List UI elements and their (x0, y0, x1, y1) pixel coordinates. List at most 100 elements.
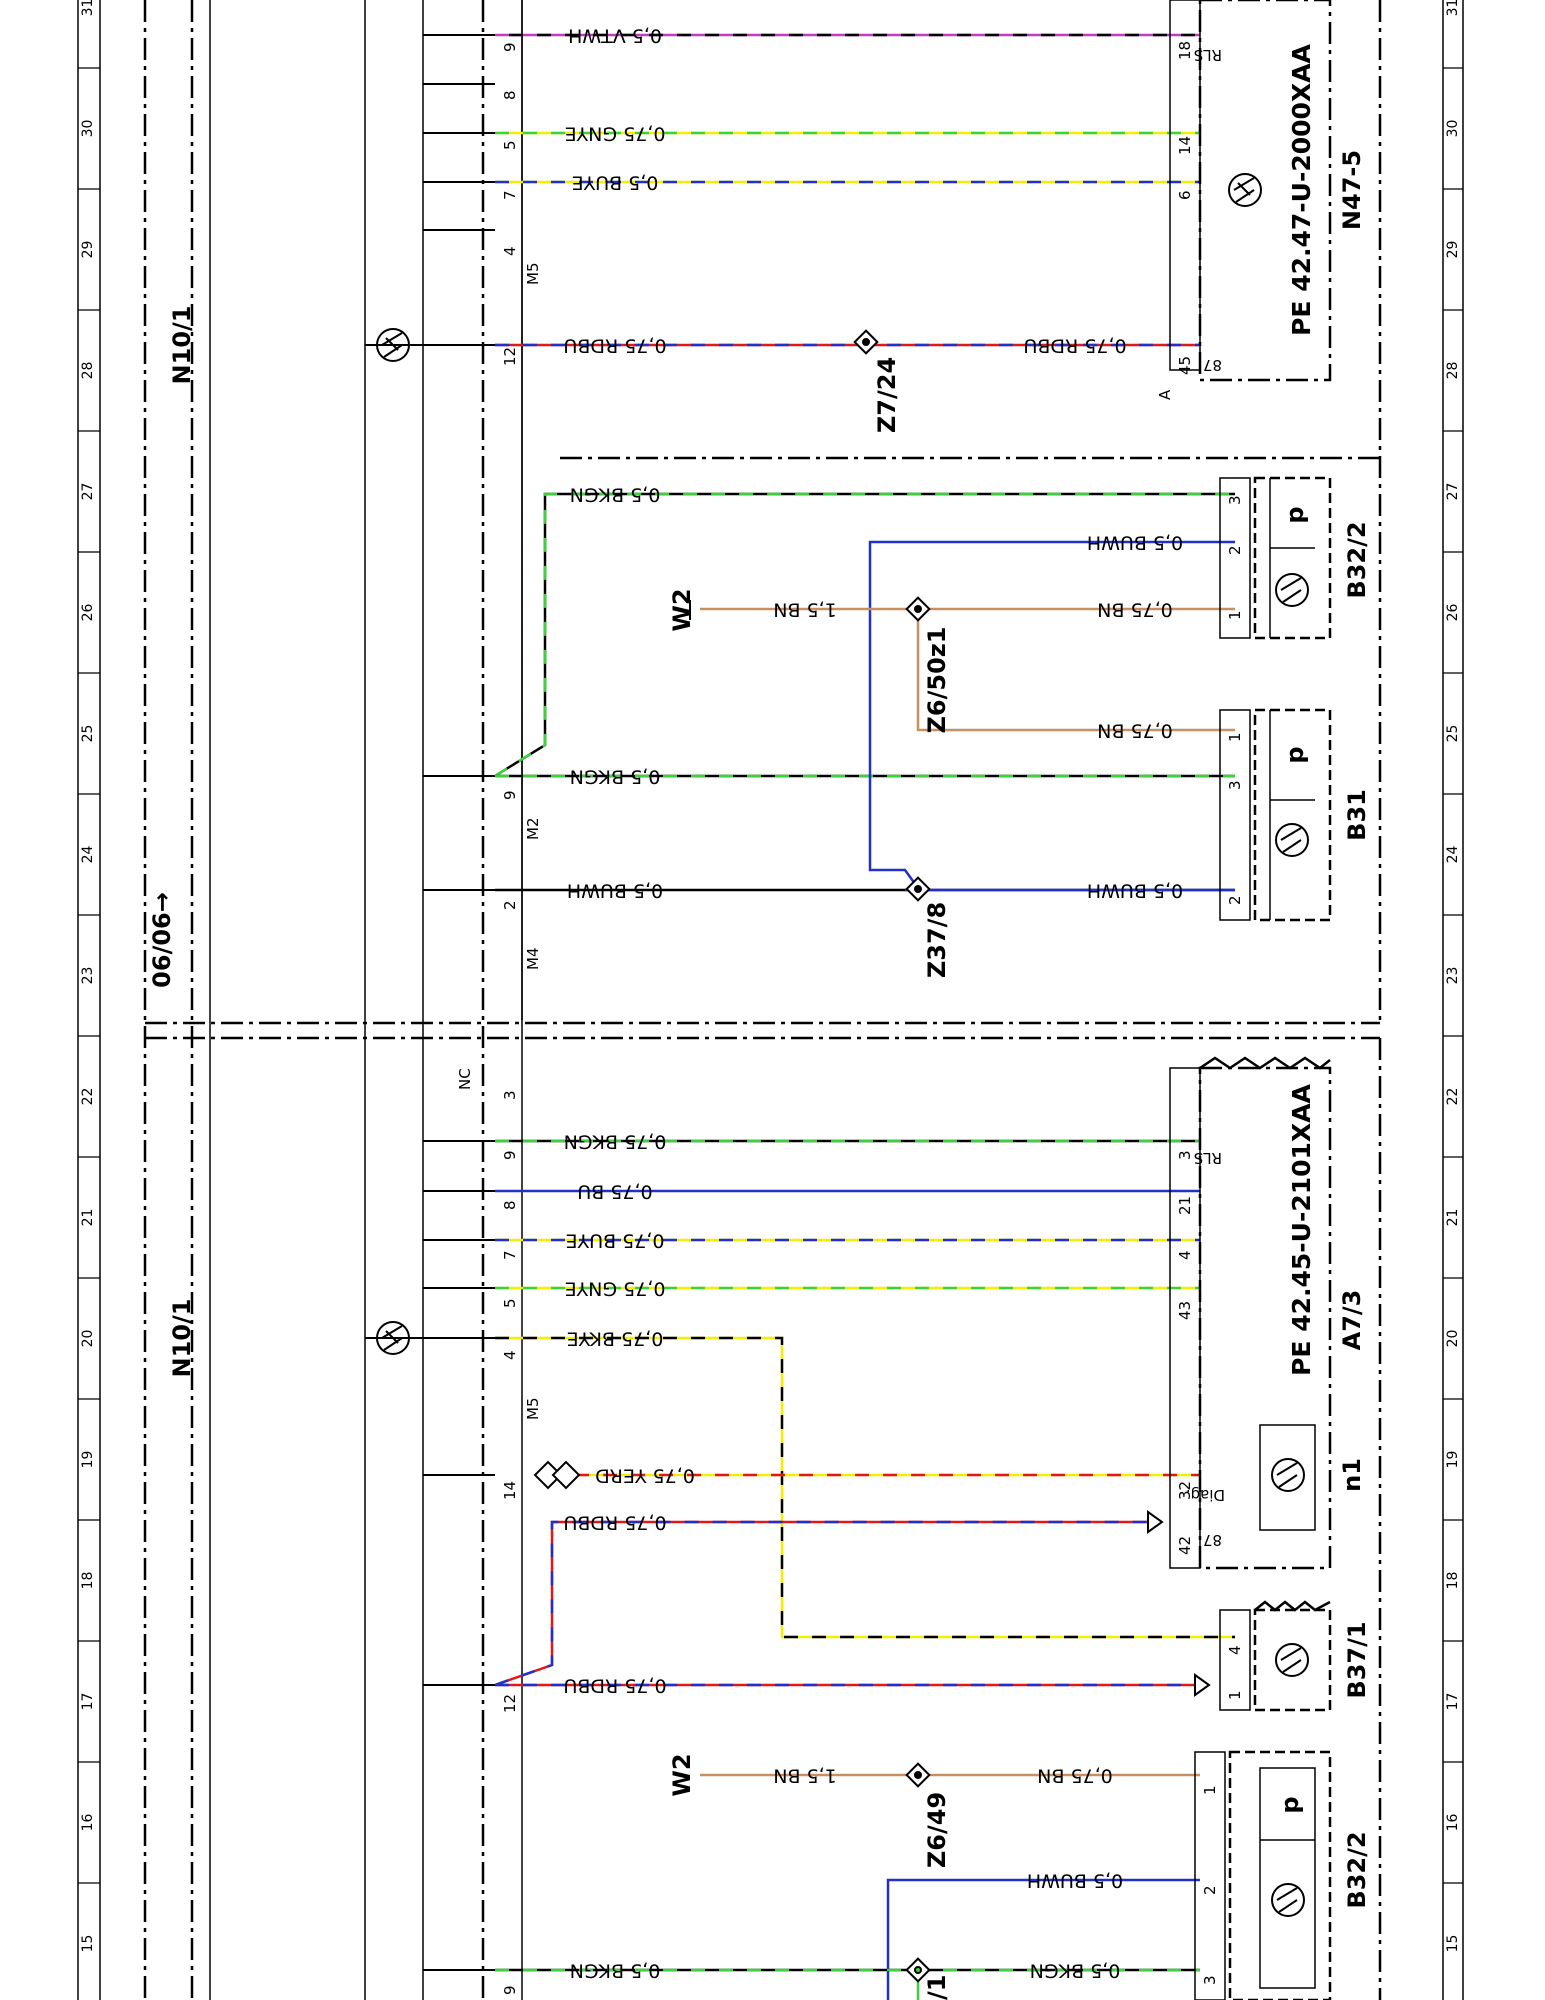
lower-pin-7: 7 (501, 1250, 519, 1260)
ruler-number: 24 (80, 846, 96, 864)
sensor-pin-b31-3: 3 (1226, 780, 1244, 790)
wire-label-rdbu-a: 0,75 RDBU (563, 335, 666, 357)
lower-pin-14: 14 (501, 1481, 519, 1500)
a73-pin-diag: Diag. (1186, 1486, 1225, 1504)
ruler-number: 31 (1445, 0, 1461, 16)
splice-label-cut: /1 (923, 1975, 951, 2000)
a73-pin-4: 4 (1176, 1250, 1194, 1260)
pin-2: 2 (501, 900, 519, 910)
ruler-number: 19 (1445, 1451, 1461, 1469)
lower-pin-5: 5 (501, 1298, 519, 1308)
sensor-pin-b32-2-1: 1 (1226, 610, 1244, 620)
ruler-number: 20 (80, 1330, 96, 1348)
pin-5: 5 (501, 140, 519, 150)
wire-label-vtwh: 0,5 VTWH (568, 25, 662, 47)
wire-label-bkye-lower: 0,75 BKYE (567, 1328, 664, 1350)
wire-label-buwh-26: 0,5 BUWH (1087, 532, 1183, 554)
sensor-b32-2-upper (1219, 476, 1332, 640)
module-part-number: PE 42.47-U-2000XAA (1287, 43, 1316, 335)
a73-pin-43: 43 (1176, 1301, 1194, 1320)
pin-9b: 9 (501, 790, 519, 800)
ruler-number: 16 (80, 1814, 96, 1832)
splice-z6-49 (905, 1762, 931, 1788)
lower-pin-12: 12 (501, 1694, 519, 1713)
connector-label-m4: M4 (524, 948, 542, 971)
sensor-name-b31: B31 (1343, 789, 1371, 841)
wire-label-bn-w2-lower: 1,5 BN (773, 1765, 837, 1787)
sensor-p-b31: p (1281, 746, 1309, 763)
wire-label-bn-25: 0,75 BN (1097, 720, 1173, 742)
wire-label-yerd-lower: 0,75 YERD (595, 1465, 695, 1487)
connector-label-m5-lower: M5 (524, 1398, 542, 1421)
splice-z7-24 (853, 329, 879, 355)
wire-label-bkgn-245: 0,5 BKGN (570, 766, 661, 788)
sensor-pin-b31-2: 2 (1226, 895, 1244, 905)
wire-label-rdbu-a-lower: 0,75 RDBU (563, 1512, 666, 1534)
splice-z37-8 (905, 876, 931, 902)
splice-label-z6-50z1: Z6/50z1 (923, 627, 951, 734)
sensor-p-b32-2-upper: p (1281, 506, 1309, 523)
connector-label-m5: M5 (524, 263, 542, 286)
module-n47-5 (1169, 0, 1332, 382)
pin-9: 9 (501, 42, 519, 52)
sensor-pin-b32-2-2: 2 (1226, 545, 1244, 555)
b32-2-lower-pin-2: 2 (1201, 1885, 1219, 1895)
pin-3: 3 (501, 1090, 519, 1100)
wire-label-rdbu-b: 0,75 RDBU (1023, 335, 1126, 357)
ruler-number: 29 (1445, 241, 1461, 259)
splice-z6-50z1 (905, 596, 931, 622)
a73-part-number: PE 42.45-U-2101XAA (1287, 1083, 1316, 1375)
wire-label-bn-26: 0,75 BN (1097, 599, 1173, 621)
ruler-number: 17 (80, 1693, 96, 1711)
module-pin-87: 87 (1203, 356, 1222, 374)
pin-8: 8 (501, 90, 519, 100)
ruler-number: 28 (80, 362, 96, 380)
wire-label-bn-16-lower: 0,75 BN (1037, 1765, 1113, 1787)
splice-z-cut (905, 1957, 931, 1983)
wire-label-buwh-24a: 0,5 BUWH (567, 880, 663, 902)
lower-pin-8: 8 (501, 1200, 519, 1210)
module-pin-a: A (1156, 389, 1174, 400)
ruler-number: 15 (80, 1935, 96, 1953)
ground-symbol-lower (376, 1321, 410, 1355)
splice-label-z6-49: Z6/49 (923, 1792, 951, 1868)
ruler-number: 20 (1445, 1330, 1461, 1348)
wire-label-bkgn-15b-lower: 0,5 BKGN (1030, 1960, 1121, 1982)
ruler-number: 23 (80, 967, 96, 985)
sensor-b32-2-lower (1194, 1750, 1332, 2000)
sensor-pin-b32-2-3: 3 (1226, 495, 1244, 505)
splice-label-z7-24: Z7/24 (873, 357, 901, 433)
sensor-b31 (1219, 708, 1332, 922)
wire-label-buye: 0,5 BUYE (572, 172, 659, 194)
pin-12: 12 (501, 347, 519, 366)
a73-pin-87: 87 (1203, 1531, 1222, 1549)
ruler-number: 30 (80, 120, 96, 138)
date-marker: 06/06→ (148, 892, 176, 988)
wire-label-gnye: 0,75 GNYE (565, 123, 666, 145)
ruler-number: 19 (80, 1451, 96, 1469)
ruler-number: 30 (1445, 120, 1461, 138)
wire-label-buye-lower: 0,75 BUYE (566, 1230, 665, 1252)
lower-pin-9: 9 (501, 1150, 519, 1160)
ruler-number: 22 (1445, 1088, 1461, 1106)
b32-2-lower-pin-1: 1 (1201, 1785, 1219, 1795)
connector-label-m2: M2 (524, 818, 542, 841)
wire-label-buwh-24b: 0,5 BUWH (1087, 880, 1183, 902)
pin-4: 4 (501, 246, 519, 256)
module-a7-3 (1169, 1056, 1332, 1570)
ruler-number: 31 (80, 0, 96, 16)
a73-pin-3: 3 (1176, 1150, 1194, 1160)
module-sub-n1: n1 (1338, 1458, 1366, 1492)
sensor-name-b32-2-upper: B32/2 (1343, 521, 1371, 598)
wire-label-gnye-lower: 0,75 GNYE (565, 1278, 666, 1300)
a73-pin-21: 21 (1176, 1196, 1194, 1215)
module-name-n47-5: N47-5 (1338, 150, 1366, 230)
module-pin-6: 6 (1176, 190, 1194, 200)
wire-label-bu-lower: 0,75 BU (577, 1181, 652, 1203)
wire-label-bkgn-27: 0,5 BKGN (570, 484, 661, 506)
upper-title: N10/1 (168, 306, 196, 385)
connector-label-nc: NC (456, 1068, 474, 1090)
ruler-number: 27 (80, 483, 96, 501)
ruler-number: 25 (1445, 725, 1461, 743)
